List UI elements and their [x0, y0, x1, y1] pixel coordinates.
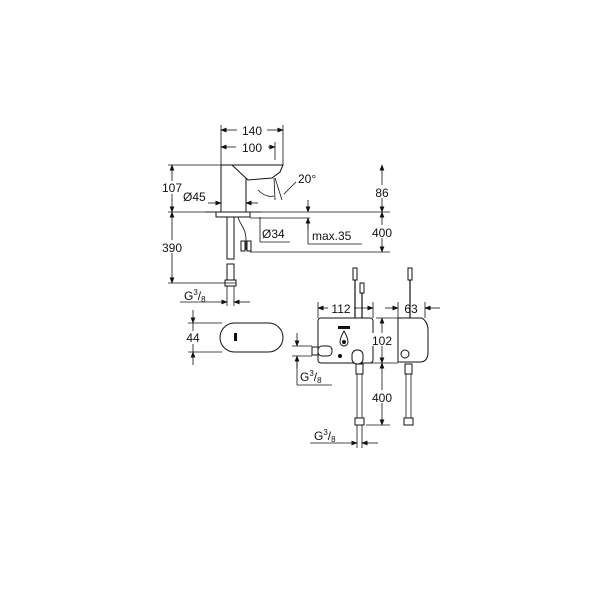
- dim-44: 44: [186, 331, 200, 345]
- outlet-thread-label: G3/8: [314, 428, 336, 444]
- dim-100: 100: [242, 141, 262, 155]
- sensor-front-view: 44: [183, 310, 284, 365]
- dim-diameter-45: Ø45: [183, 190, 206, 204]
- faucet-side-view: 140 100 20° 107 Ø45 86 400 Ø34: [158, 124, 396, 306]
- dim-107: 107: [162, 181, 182, 195]
- dim-diameter-34: Ø34: [262, 227, 285, 241]
- dim-400-box: 400: [372, 391, 392, 405]
- dim-63: 63: [404, 302, 418, 316]
- dim-angle: 20°: [298, 172, 316, 186]
- dim-112: 112: [331, 302, 350, 316]
- inlet-thread-label: G3/8: [300, 369, 322, 385]
- control-box-views: 112 63 102 400 G3/8 G3/8: [292, 267, 440, 448]
- dim-max-35: max.35: [312, 229, 352, 243]
- thread-label: G3/8: [184, 288, 206, 304]
- dim-400-faucet: 400: [372, 226, 392, 240]
- dim-102: 102: [372, 334, 392, 348]
- dim-140: 140: [242, 124, 262, 138]
- dim-86: 86: [375, 186, 389, 200]
- dim-390: 390: [162, 241, 182, 255]
